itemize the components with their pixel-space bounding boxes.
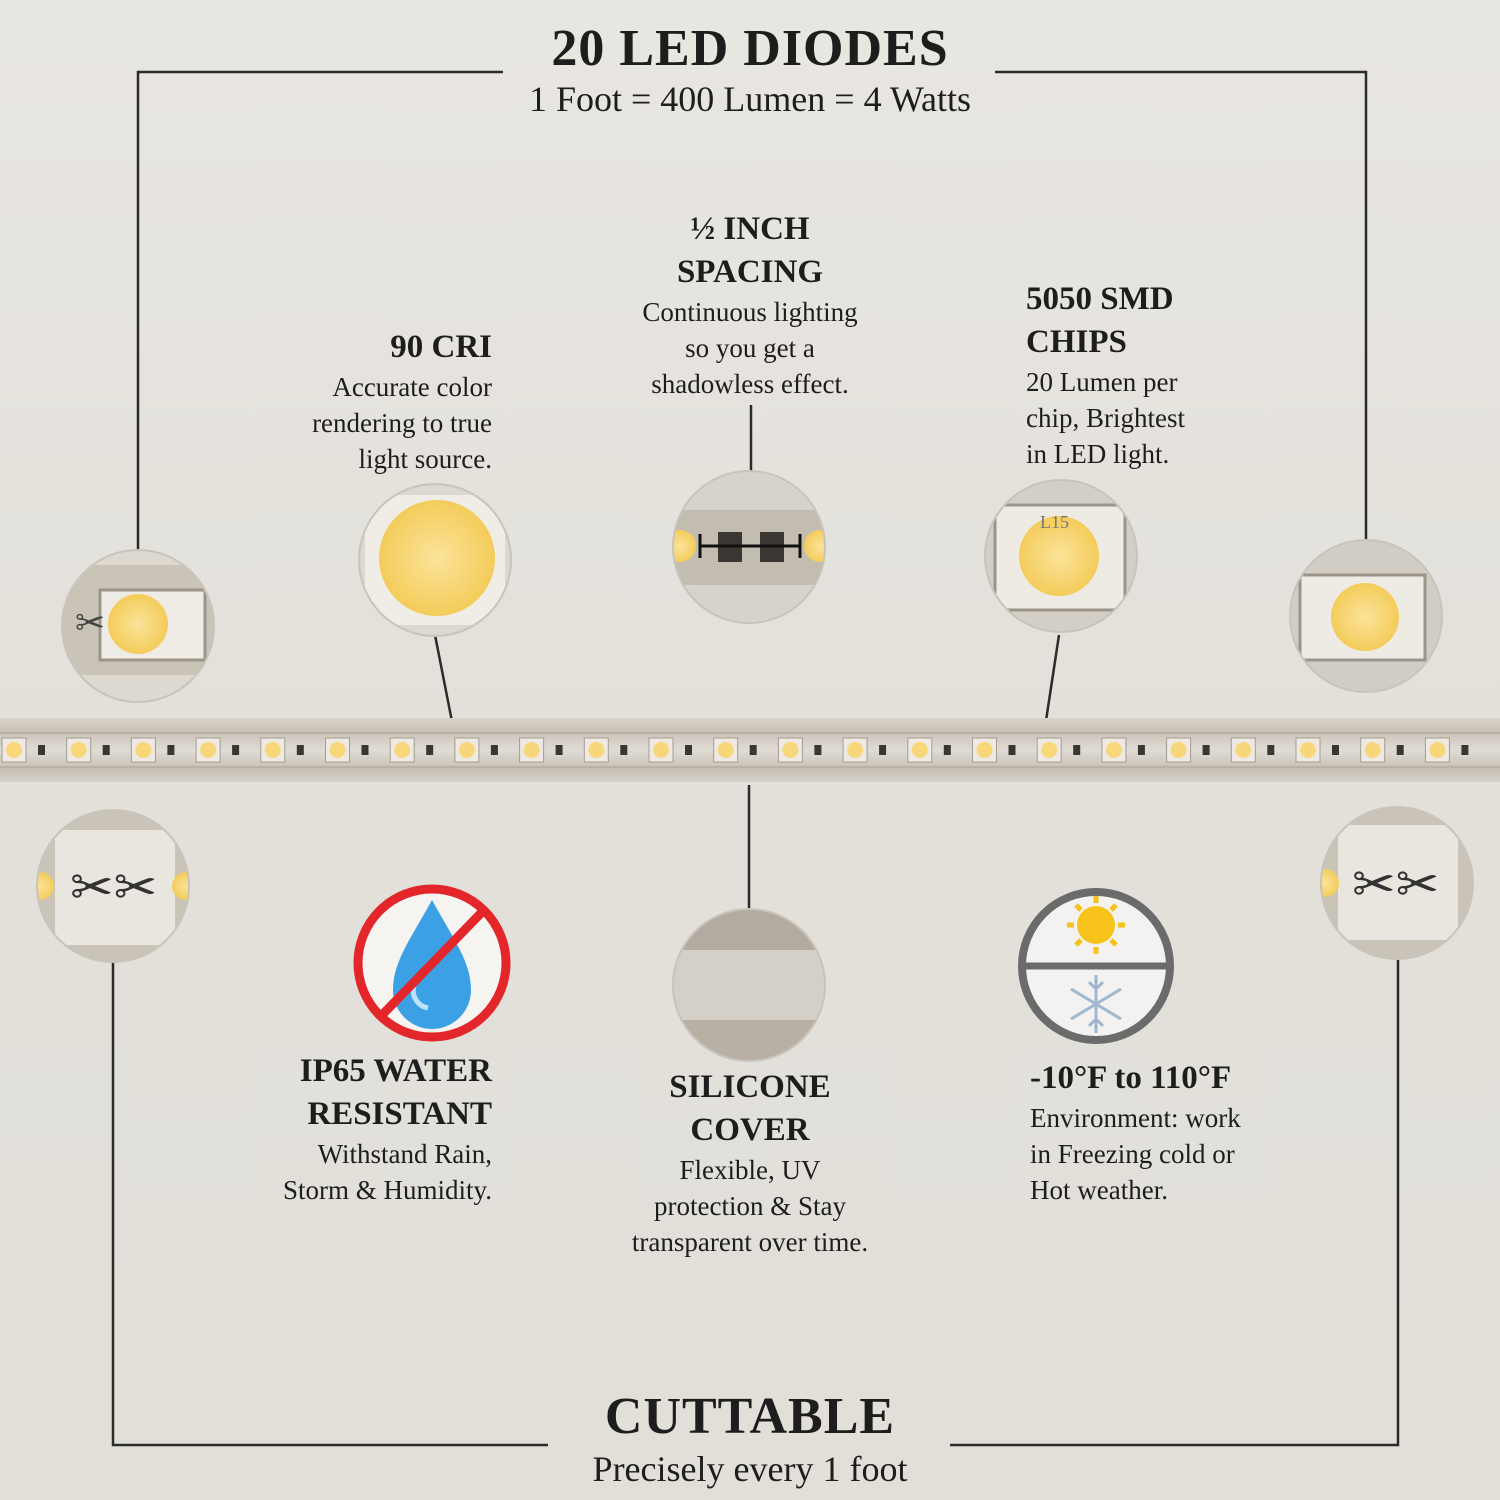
strip-resistor [102, 745, 110, 755]
strip-resistor [361, 745, 369, 755]
svg-text:✂✂: ✂✂ [70, 860, 157, 917]
silicone-text: Flexible, UV protection & Stay transpare… [631, 1155, 869, 1257]
strip-resistor [1332, 745, 1339, 755]
strip-led [264, 742, 281, 758]
strip-resistor [426, 745, 434, 755]
svg-text:L15: L15 [1040, 512, 1069, 532]
svg-text:✂✂: ✂✂ [1352, 857, 1439, 914]
main-title: 20 LED DIODES [551, 20, 949, 77]
strip-led [200, 742, 217, 758]
temp-block: -10°F to 110°F Environment: work in Free… [1030, 1057, 1330, 1208]
strip-resistor [749, 745, 757, 755]
scissors-icon: ✂✂ [37, 810, 189, 962]
strip-led [1300, 742, 1316, 758]
strip-resistor [38, 745, 45, 755]
footer-title: CUTTABLE [604, 1388, 896, 1445]
strip-resistor [232, 745, 240, 755]
temp-text: Environment: work in Freezing cold or Ho… [1030, 1103, 1241, 1205]
strip-resistor [296, 745, 304, 755]
led-chip-icon: ✂ [62, 550, 214, 702]
strip-resistor [1461, 745, 1469, 755]
strip-resistor [685, 745, 692, 755]
strip-resistor [490, 745, 498, 755]
spacing-text: Continuous lighting so you get a shadowl… [642, 297, 858, 399]
led-chip-icon [359, 484, 511, 636]
strip-resistor [167, 745, 175, 755]
water-block: IP65 WATER RESISTANT Withstand Rain, Sto… [200, 1050, 492, 1208]
strip-led [1105, 742, 1122, 758]
water-text: Withstand Rain, Storm & Humidity. [282, 1139, 492, 1205]
temperature-icon [1018, 888, 1174, 1044]
strip-led [1429, 742, 1446, 758]
no-water-icon [353, 884, 511, 1042]
strip-resistor [814, 745, 822, 755]
strip-led [1041, 742, 1058, 758]
spacing-title: ½ INCH SPACING [676, 211, 824, 290]
strip-led [911, 742, 928, 758]
silicone-sample [673, 909, 825, 1061]
strip-led [588, 742, 605, 758]
strip-led [717, 742, 734, 758]
smd-text: 20 Lumen per chip, Brightest in LED ligh… [1026, 367, 1185, 469]
silicone-block: SILICONE COVER Flexible, UV protection &… [590, 1066, 910, 1260]
strip-resistor [879, 745, 887, 755]
led-chip-icon: L15 [985, 480, 1137, 632]
snowflake-icon [1070, 975, 1122, 1033]
led-chip-icon [1290, 540, 1442, 692]
temp-title: -10°F to 110°F [1030, 1060, 1232, 1096]
strip-resistor [1008, 745, 1016, 755]
strip-led [70, 742, 87, 758]
smd-block: 5050 SMD CHIPS 20 Lumen per chip, Bright… [1026, 278, 1286, 472]
strip-resistor [943, 745, 951, 755]
silicone-title: SILICONE COVER [669, 1069, 831, 1148]
led-strip [0, 718, 1500, 782]
strip-resistor [1137, 745, 1145, 755]
strip-resistor [1396, 745, 1404, 755]
strip-led [976, 742, 993, 758]
strip-led [135, 742, 152, 758]
strip-led [653, 742, 669, 758]
main-subtitle: 1 Foot = 400 Lumen = 4 Watts [528, 79, 972, 119]
strip-resistor [1202, 745, 1210, 755]
strip-led [1170, 742, 1187, 758]
svg-text:✂: ✂ [75, 603, 105, 643]
scissors-icon: ✂✂ [1321, 807, 1473, 959]
strip-led [523, 742, 540, 758]
strip-resistor [620, 745, 628, 755]
strip-led [782, 742, 799, 758]
strip-led [329, 742, 346, 758]
water-title: IP65 WATER RESISTANT [299, 1053, 492, 1132]
cri-block: 90 CRI Accurate color rendering to true … [240, 326, 492, 477]
strip-led [6, 742, 22, 758]
smd-title: 5050 SMD CHIPS [1026, 281, 1174, 360]
strip-led [1235, 742, 1252, 758]
bracket-lines [111, 70, 1400, 1447]
strip-resistor [1267, 745, 1275, 755]
cri-text: Accurate color rendering to true light s… [312, 372, 492, 474]
strip-resistor [1073, 745, 1081, 755]
footer-subtitle: Precisely every 1 foot [592, 1449, 908, 1489]
spacing-icon [673, 471, 825, 623]
strip-led [847, 742, 864, 758]
strip-led [1364, 742, 1381, 758]
strip-led [458, 742, 475, 758]
sun-icon [1067, 896, 1125, 954]
strip-resistor [555, 745, 563, 755]
strip-led [394, 742, 411, 758]
cri-title: 90 CRI [390, 329, 492, 365]
spacing-block: ½ INCH SPACING Continuous lighting so yo… [590, 208, 910, 402]
